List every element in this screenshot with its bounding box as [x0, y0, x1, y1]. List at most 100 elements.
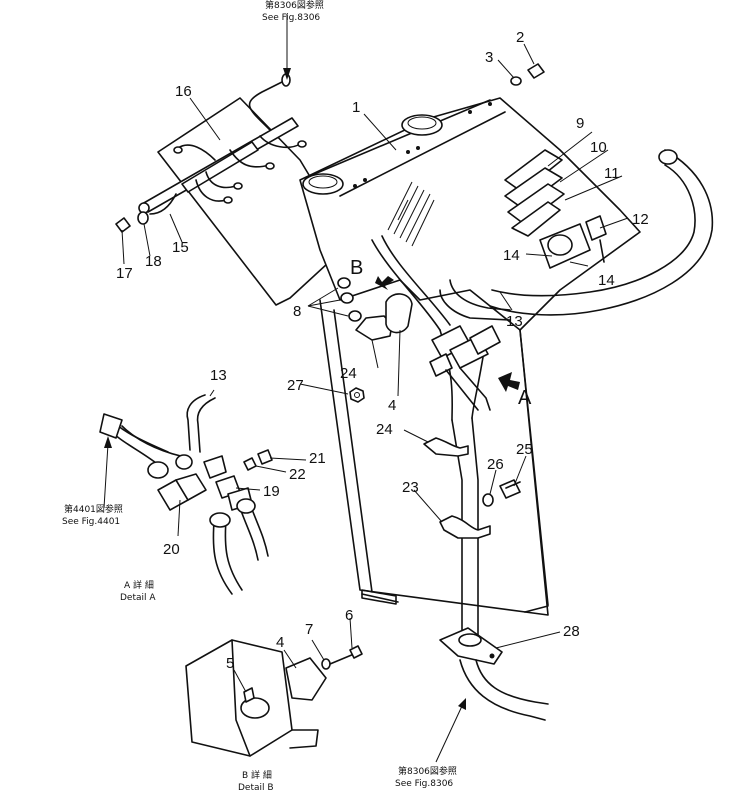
- panel-box: [185, 639, 293, 757]
- foot-pad: [361, 589, 397, 605]
- gauge-left-inner: [308, 175, 338, 189]
- gauge-right-inner: [407, 116, 437, 130]
- ref-arrowhead-bottom: [458, 698, 466, 710]
- tube-a-4: [249, 503, 269, 557]
- detail-a-jp: A 詳 細: [124, 579, 154, 591]
- column-edge: [333, 309, 373, 593]
- clamp-19-a: [203, 455, 227, 479]
- vent-grille: [387, 181, 435, 247]
- hose-end: [658, 149, 678, 165]
- callout-14-right: 14: [598, 272, 615, 289]
- callout-25: 25: [516, 441, 533, 458]
- callout-2: 2: [516, 29, 524, 46]
- ref-arrow-left: [103, 443, 109, 509]
- harness-end: [99, 413, 123, 439]
- callout-4-detail: 4: [276, 634, 284, 651]
- panel-edge: [231, 639, 251, 757]
- detail-b-en: Detail B: [238, 783, 274, 793]
- callout-16: 16: [175, 83, 192, 100]
- hose-outer: [489, 149, 714, 316]
- callout-10: 10: [590, 139, 607, 156]
- tube-a-3: [239, 507, 259, 561]
- ref-left-en: See Fig.4401: [62, 517, 120, 527]
- ref-bottom-jp: 第8306図参照: [398, 765, 457, 777]
- wire-upper-2: [381, 235, 451, 326]
- bar-16-sleeve: [181, 141, 259, 193]
- callout-26: 26: [487, 456, 504, 473]
- callout-1: 1: [352, 99, 360, 116]
- callout-17: 17: [116, 265, 133, 282]
- ref-arrowhead-top: [283, 68, 291, 80]
- column-foot-right: [524, 605, 549, 613]
- connector-small: [175, 454, 193, 470]
- washer-3: [510, 76, 522, 86]
- callout-24-mid: 24: [376, 421, 393, 438]
- clamp-24-mid: [423, 437, 469, 457]
- tube-left: [451, 419, 463, 641]
- washer-7: [321, 658, 331, 670]
- connector-round: [147, 461, 169, 479]
- panel-foot: [289, 729, 319, 749]
- view-letter-b: B: [350, 257, 363, 279]
- view-letter-a: A: [518, 387, 532, 409]
- leader-lines: [121, 43, 629, 693]
- callout-7: 7: [305, 621, 313, 638]
- detail-b-jp: B 詳 細: [242, 769, 272, 781]
- key-switch: [539, 215, 607, 269]
- detail-b: [185, 639, 363, 757]
- bolt-21: [257, 449, 273, 465]
- gauge-right: [401, 114, 443, 136]
- callout-18: 18: [145, 253, 162, 270]
- callout-14-left: 14: [503, 247, 520, 264]
- callout-3: 3: [485, 49, 493, 66]
- lower-tube-b: [475, 659, 549, 705]
- grommet-4-b: [285, 657, 327, 701]
- nut-22: [243, 457, 257, 471]
- hose-inner: [491, 164, 696, 297]
- callout-15: 15: [172, 239, 189, 256]
- detail-a: [99, 394, 273, 595]
- grommet-hole: [240, 697, 270, 719]
- base-hole: [458, 633, 482, 647]
- callout-12: 12: [632, 211, 649, 228]
- tube-right: [471, 417, 479, 641]
- bolt-17: [115, 217, 131, 233]
- wire-c: [121, 425, 191, 459]
- callout-24-upper: 24: [340, 365, 357, 382]
- bolt-6-shank: [329, 653, 355, 665]
- wire-upper: [371, 239, 441, 331]
- nut-27: [349, 387, 365, 403]
- bracket-20-b: [175, 473, 207, 501]
- callout-21: 21: [309, 450, 326, 467]
- ref-top-jp: 第8306図参照: [265, 0, 324, 11]
- caps-8: [337, 277, 362, 322]
- cover-edge: [304, 99, 491, 179]
- callout-13-main: 13: [506, 313, 523, 330]
- callout-22: 22: [289, 466, 306, 483]
- detail-a-en: Detail A: [120, 593, 156, 603]
- hose-13-a: [186, 394, 206, 451]
- callouts: 1 2 3 4 4 5 6 7 8 9 10 11 12 13 13 14 14…: [116, 29, 649, 672]
- dash-holes: [353, 102, 492, 188]
- callout-20: 20: [163, 541, 180, 558]
- column-edge-2: [519, 329, 549, 606]
- tube-a-1: [212, 521, 233, 595]
- ref-arrowhead-left: [104, 436, 112, 448]
- lower-tube-a: [459, 659, 546, 721]
- callout-8: 8: [293, 303, 301, 320]
- tube-a-2: [224, 519, 243, 591]
- connector-cluster: [429, 279, 511, 411]
- ref-arrow-bottom: [435, 705, 463, 763]
- callout-23: 23: [402, 479, 419, 496]
- washer-26: [482, 493, 494, 507]
- column-foot-left: [361, 593, 399, 603]
- bolt-6-head: [349, 645, 363, 659]
- callout-6: 6: [345, 607, 353, 624]
- switch-stack: [504, 149, 565, 237]
- callout-28: 28: [563, 623, 580, 640]
- callout-9: 9: [576, 115, 584, 132]
- cover-edge-2: [339, 111, 506, 197]
- arrow-a: [498, 372, 520, 392]
